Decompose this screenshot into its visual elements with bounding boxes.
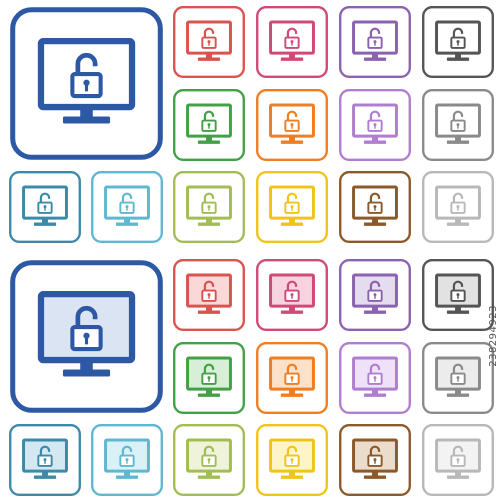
unlocked-monitor-icon <box>172 5 246 79</box>
watermark-id: 238294923 <box>488 305 499 367</box>
unlocked-monitor-icon <box>8 5 165 162</box>
unlocked-monitor-icon <box>90 170 164 244</box>
unlocked-monitor-icon <box>255 170 329 244</box>
unlocked-monitor-icon <box>338 170 412 244</box>
unlocked-monitor-icon <box>421 258 495 332</box>
unlocked-monitor-icon <box>255 423 329 497</box>
unlocked-monitor-icon <box>421 423 495 497</box>
unlocked-monitor-icon <box>338 5 412 79</box>
unlocked-monitor-icon <box>421 341 495 415</box>
unlocked-monitor-icon <box>172 423 246 497</box>
unlocked-monitor-icon <box>338 258 412 332</box>
unlocked-monitor-icon <box>172 170 246 244</box>
unlocked-monitor-icon <box>338 341 412 415</box>
unlocked-monitor-icon <box>8 258 165 415</box>
unlocked-monitor-icon <box>421 170 495 244</box>
unlocked-monitor-icon <box>255 5 329 79</box>
unlocked-monitor-icon <box>8 423 82 497</box>
unlocked-monitor-icon <box>255 88 329 162</box>
unlocked-monitor-icon <box>255 341 329 415</box>
unlocked-monitor-icon <box>255 258 329 332</box>
unlocked-monitor-icon <box>421 88 495 162</box>
unlocked-monitor-icon <box>90 423 164 497</box>
unlocked-monitor-icon <box>172 88 246 162</box>
unlocked-monitor-icon <box>172 341 246 415</box>
unlocked-monitor-icon <box>338 423 412 497</box>
unlocked-monitor-icon <box>421 5 495 79</box>
unlocked-monitor-icon <box>172 258 246 332</box>
unlocked-monitor-icon <box>8 170 82 244</box>
unlocked-monitor-icon <box>338 88 412 162</box>
